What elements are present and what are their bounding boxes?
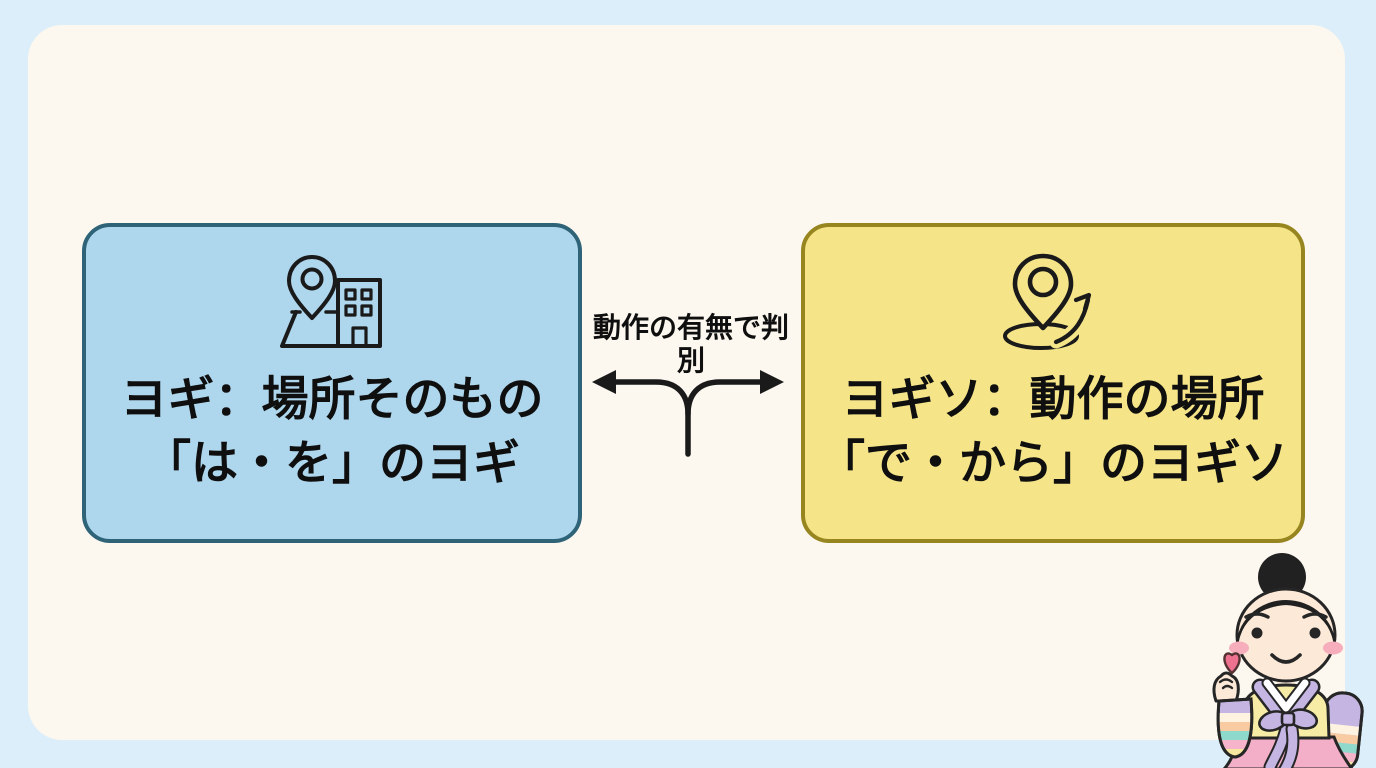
mini-heart [1223, 652, 1241, 675]
eye-right [1309, 627, 1321, 639]
smile [1270, 653, 1302, 664]
arrowhead-left [592, 370, 616, 394]
left-sleeve [1216, 697, 1254, 759]
blush-left [1229, 641, 1249, 655]
yogiso-box: ヨギソ：動作の場所 「で・から」のヨギソ [801, 223, 1305, 543]
otgoreum-bow [1258, 708, 1319, 768]
face [1235, 587, 1337, 683]
split-arrow [592, 370, 784, 457]
map-pin-building-icon [274, 251, 390, 353]
yogi-box: ヨギ：場所そのもの 「は・を」のヨギ [82, 223, 582, 543]
collar [1251, 677, 1321, 730]
yogiso-definition-text: ヨギソ：動作の場所 [841, 372, 1265, 425]
location-pin-move-icon [998, 251, 1108, 353]
blush-right [1323, 641, 1343, 655]
hanbok-woman-illustration [1212, 553, 1364, 768]
eye-left [1251, 627, 1263, 639]
hair [1236, 600, 1336, 649]
yogi-particles-text: 「は・を」のヨギ [144, 436, 520, 489]
connector-label: 動作の有無で判 別 [592, 312, 789, 376]
yogi-definition-text: ヨギ：場所そのもの [120, 372, 544, 425]
face-features [1229, 612, 1343, 664]
finger-heart-hand [1212, 652, 1241, 703]
yogiso-particles-text: 「で・から」のヨギソ [818, 436, 1288, 489]
arrowhead-right [760, 370, 784, 394]
